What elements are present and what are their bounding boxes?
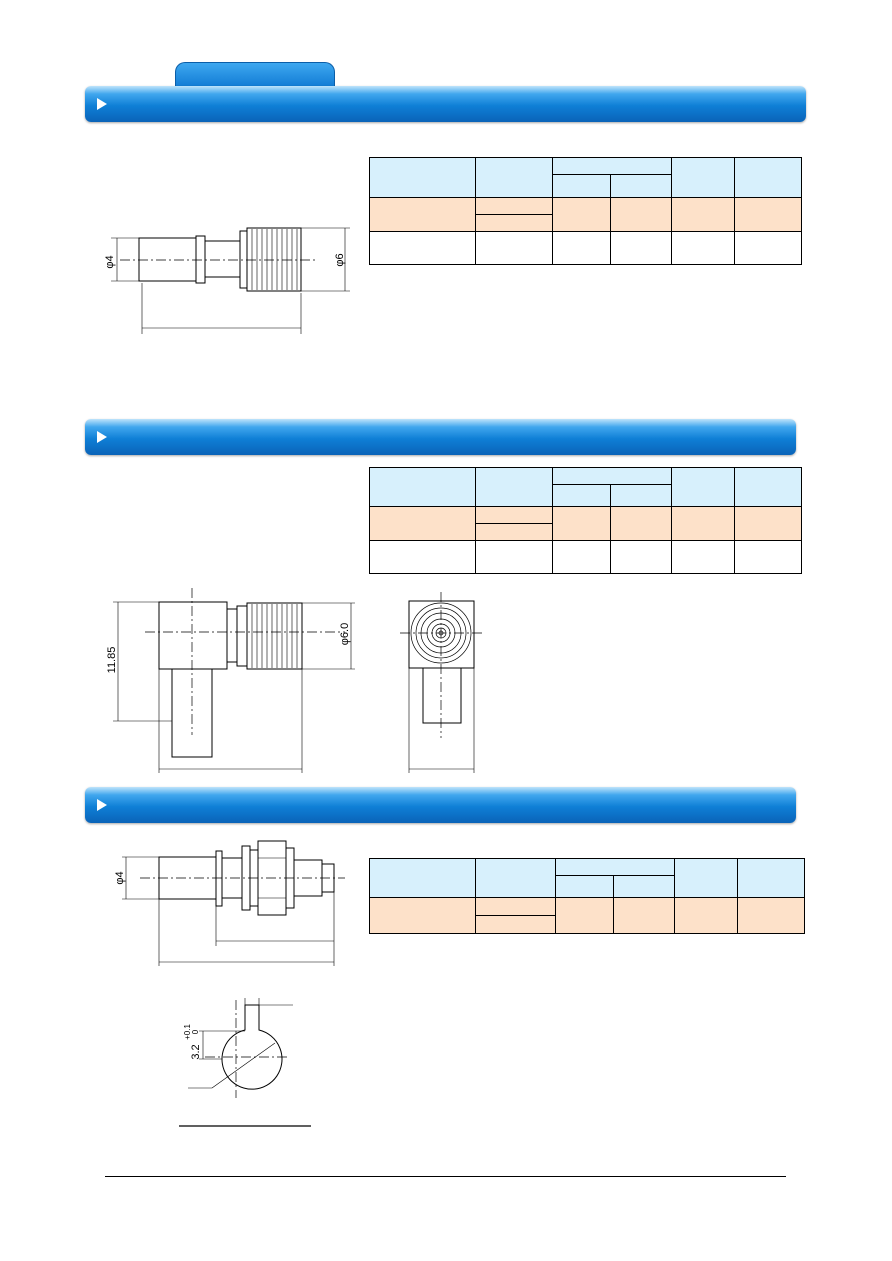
table-header-cell: [734, 157, 802, 198]
table-header-cell: [554, 858, 676, 876]
table-cell: [474, 897, 556, 916]
table-header-cell: [474, 467, 553, 507]
table-header-cell: [671, 157, 736, 198]
table-header-cell: [671, 467, 736, 507]
table-cell: [610, 506, 673, 541]
table-header-cell: [734, 467, 802, 507]
table-cell: [551, 506, 612, 541]
table-cell: [610, 231, 673, 265]
table-header-cell: [610, 484, 673, 507]
table-cell: [734, 197, 802, 232]
footer-rule: [105, 1176, 786, 1177]
play-arrow-icon: [97, 98, 107, 110]
table-cell: [551, 231, 612, 265]
table-cell: [734, 540, 802, 574]
table-cell: [474, 915, 556, 934]
table-cell: [610, 540, 673, 574]
table-cell: [671, 231, 736, 265]
table-header-cell: [737, 858, 805, 898]
table-cell: [613, 897, 676, 934]
table-cell: [734, 231, 802, 265]
drawing-straight-connector: [111, 227, 350, 334]
table-cell: [474, 214, 553, 232]
table-cell: [369, 897, 476, 934]
spec-table-1: [369, 157, 802, 265]
table-cell: [369, 197, 476, 232]
table-cell: [734, 506, 802, 541]
section-bar-3: [85, 787, 796, 823]
table-cell: [551, 197, 612, 232]
table-cell: [671, 506, 736, 541]
table-cell: [474, 231, 553, 265]
table-header-cell: [474, 157, 553, 198]
play-arrow-icon: [97, 431, 107, 443]
table-header-cell: [551, 467, 673, 485]
drawing-bulkhead-connector: [122, 840, 345, 1098]
top-tab: [175, 62, 335, 89]
table-cell: [369, 231, 476, 265]
dim-label-phi6-0: φ6.0: [339, 623, 351, 645]
table-cell: [551, 540, 612, 574]
table-cell: [554, 897, 615, 934]
table-cell: [674, 897, 739, 934]
table-cell: [474, 523, 553, 541]
table-cell: [474, 506, 553, 524]
dim-label-3-2: 3.2: [190, 1044, 202, 1059]
table-header-cell: [369, 858, 476, 898]
table-header-cell: [610, 174, 673, 198]
table-header-cell: [369, 157, 476, 198]
dim-label-phi4-b: φ4: [114, 871, 126, 884]
table-cell: [737, 897, 805, 934]
drawing-right-angle-connector: [113, 588, 483, 773]
spec-table-2: [369, 467, 802, 574]
play-arrow-icon: [97, 799, 107, 811]
table-header-cell: [613, 875, 676, 898]
dim-label-phi6: φ6: [334, 253, 346, 266]
table-cell: [474, 540, 553, 574]
dim-label-11-85: 11.85: [106, 647, 118, 674]
dim-label-tol-plus: +0.1: [183, 1024, 192, 1040]
table-cell: [369, 540, 476, 574]
table-header-cell: [551, 157, 673, 175]
table-header-cell: [554, 875, 615, 898]
table-header-cell: [674, 858, 739, 898]
table-cell: [610, 197, 673, 232]
table-cell: [474, 197, 553, 215]
section-bar-2: [85, 419, 796, 455]
spec-table-3: [369, 858, 805, 934]
table-cell: [671, 540, 736, 574]
section-bar-1: [85, 86, 806, 122]
table-cell: [369, 506, 476, 541]
dim-label-phi4: φ4: [104, 255, 116, 268]
table-cell: [671, 197, 736, 232]
table-header-cell: [369, 467, 476, 507]
dim-label-tol-zero: 0: [191, 1029, 200, 1034]
table-header-cell: [474, 858, 556, 898]
